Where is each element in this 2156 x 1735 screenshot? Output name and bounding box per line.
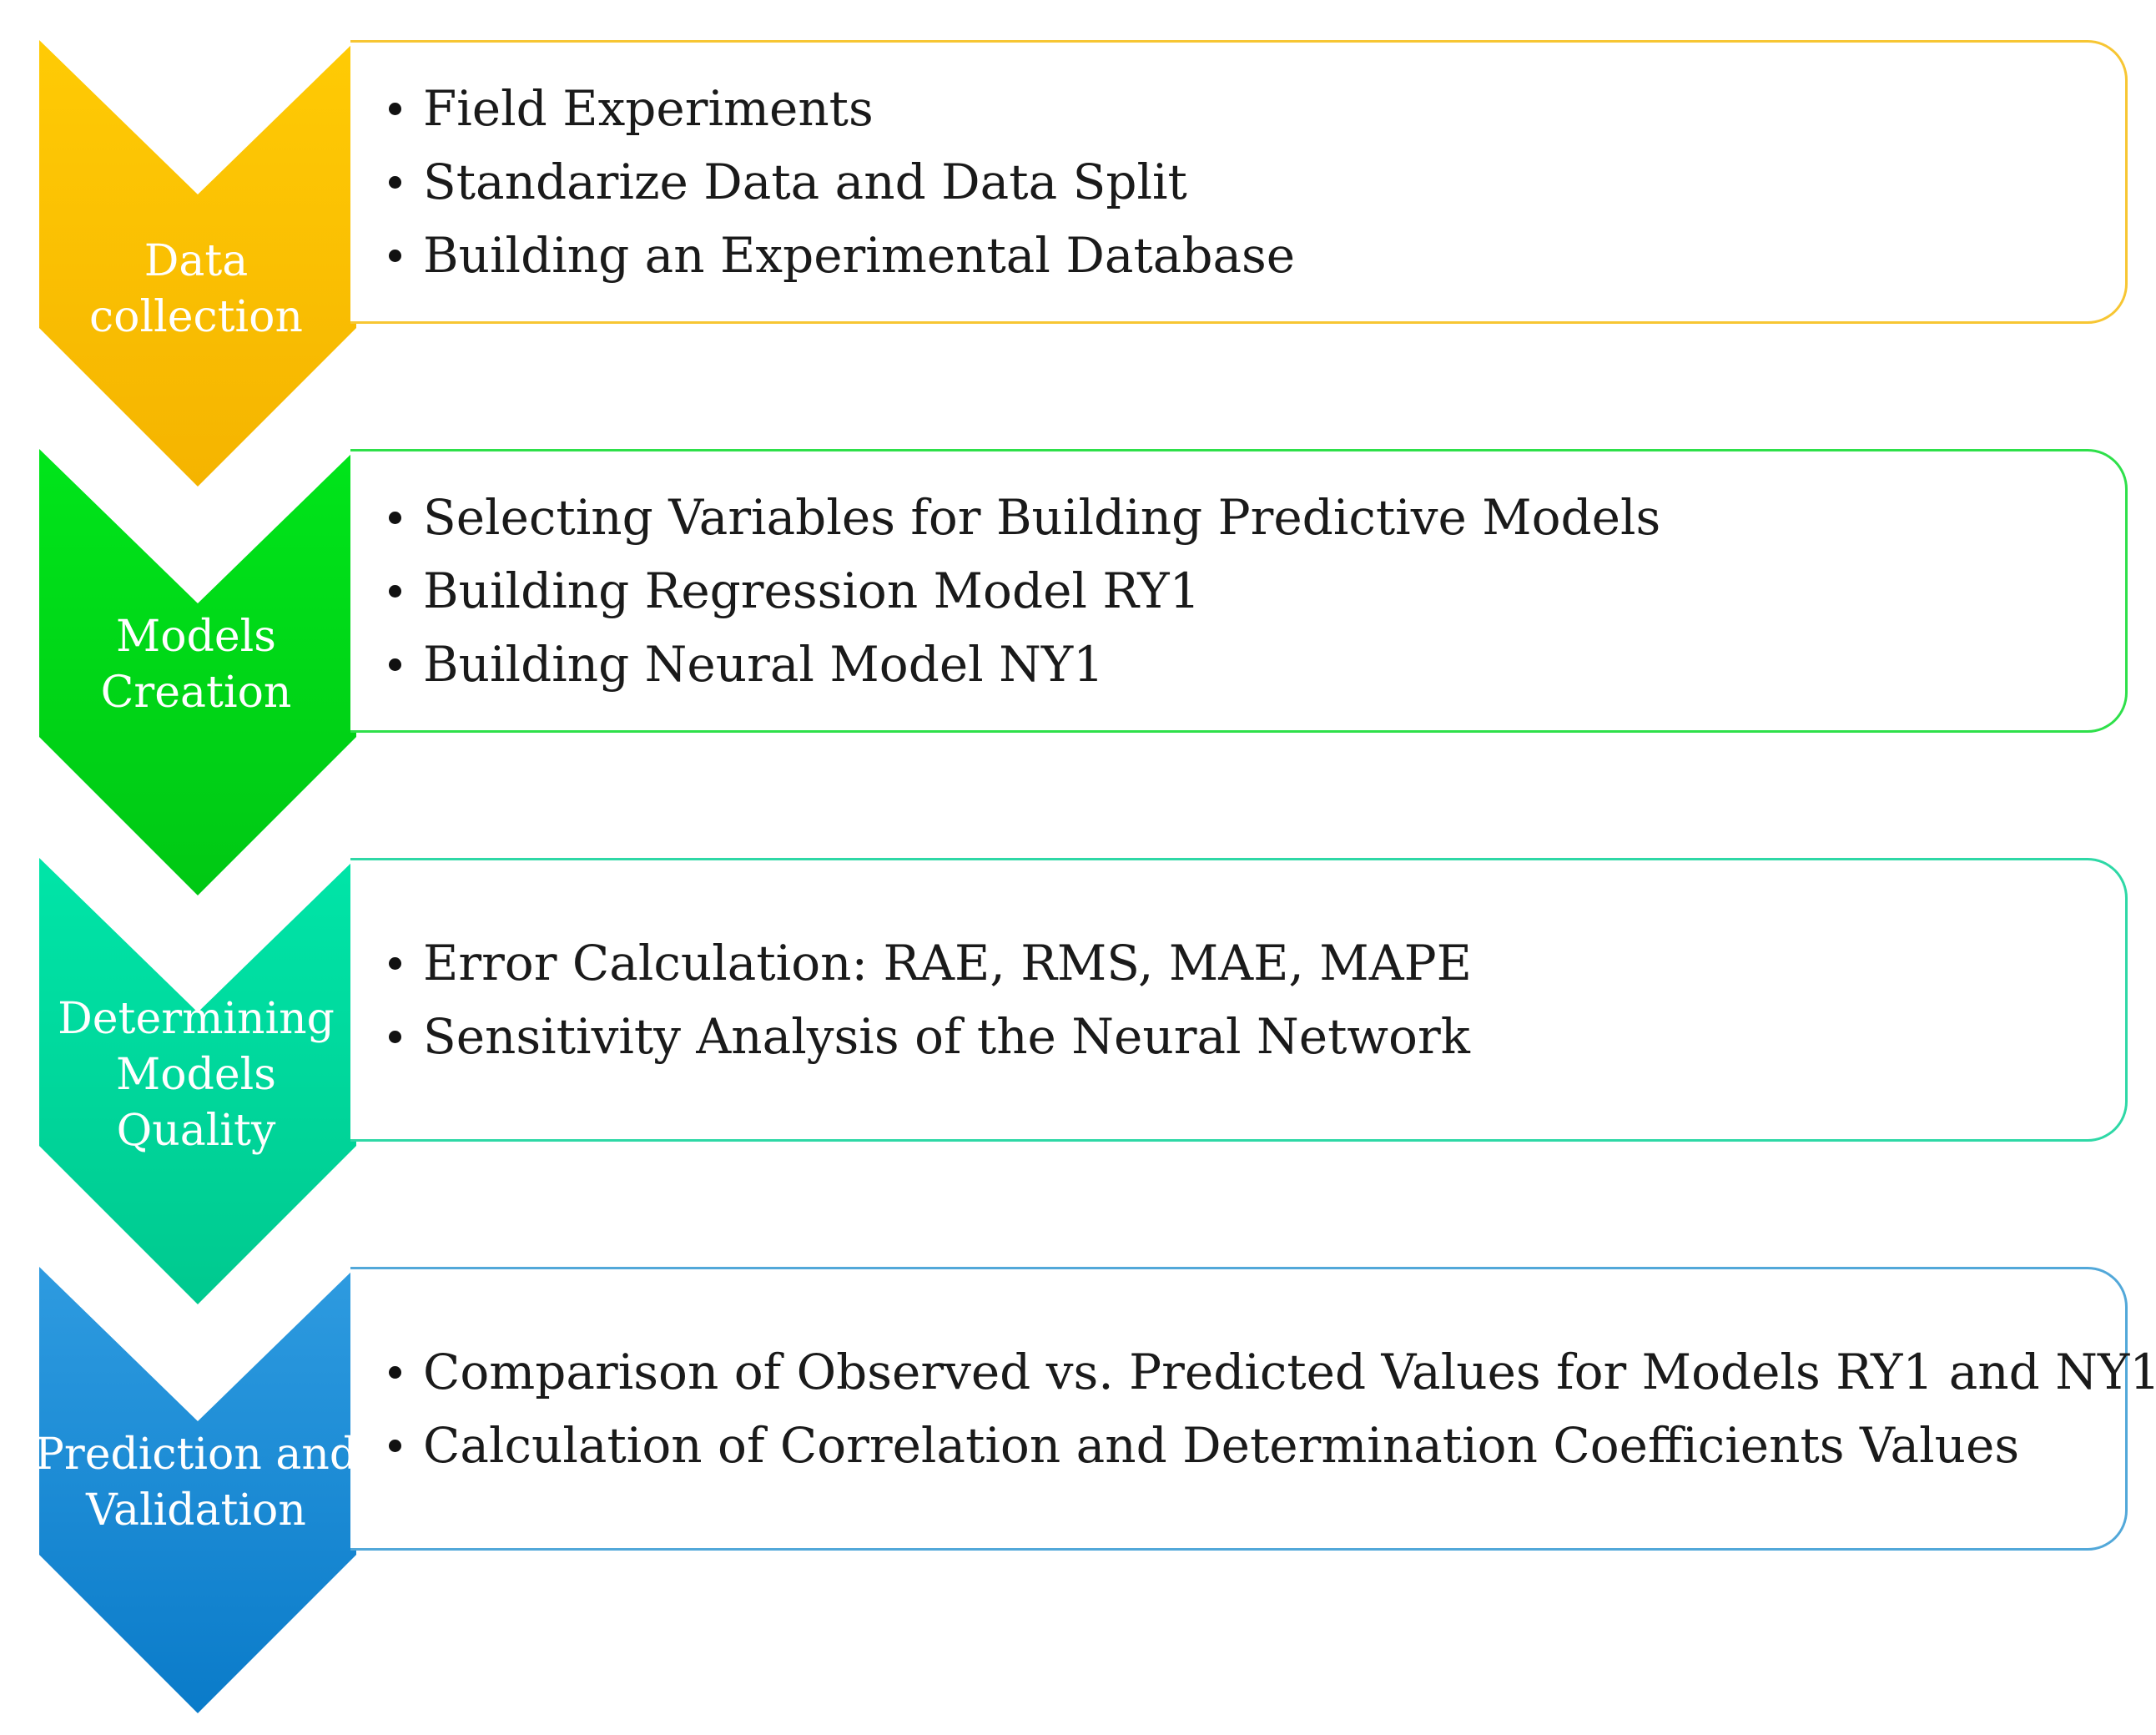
item-text: Field Experiments bbox=[423, 80, 874, 137]
list-item: Building Neural Model NY1 bbox=[389, 628, 2108, 701]
bullet-icon bbox=[389, 584, 401, 598]
item-text: Comparison of Observed vs. Predicted Val… bbox=[423, 1344, 2156, 1400]
chevron-determining-models-quality bbox=[39, 858, 356, 1304]
step-determining-models-quality: Determining Models Quality Error Calcula… bbox=[0, 858, 2156, 1309]
bullet-icon bbox=[389, 956, 401, 970]
bullet-icon bbox=[389, 1030, 401, 1043]
item-text: Error Calculation: RAE, RMS, MAE, MAPE bbox=[423, 935, 1472, 991]
step-models-creation: Models Creation Selecting Variables for … bbox=[0, 449, 2156, 900]
item-text: Building Regression Model RY1 bbox=[423, 562, 1201, 619]
panel-determining-models-quality: Error Calculation: RAE, RMS, MAE, MAPE S… bbox=[350, 858, 2128, 1142]
step-prediction-and-validation: Prediction and Validation Comparison of … bbox=[0, 1267, 2156, 1717]
bullet-icon bbox=[389, 1365, 401, 1379]
item-text: Building an Experimental Database bbox=[423, 227, 1296, 284]
stage-label-models-creation: Models Creation bbox=[100, 612, 292, 718]
items-models-creation: Selecting Variables for Building Predict… bbox=[389, 481, 2108, 701]
items-determining-models-quality: Error Calculation: RAE, RMS, MAE, MAPE S… bbox=[389, 926, 2108, 1073]
item-text: Standarize Data and Data Split bbox=[423, 154, 1187, 210]
list-item: Sensitivity Analysis of the Neural Netwo… bbox=[389, 1000, 2108, 1073]
items-prediction-and-validation: Comparison of Observed vs. Predicted Val… bbox=[389, 1335, 2156, 1482]
item-text: Building Neural Model NY1 bbox=[423, 636, 1105, 693]
list-item: Field Experiments bbox=[389, 72, 2108, 145]
panel-prediction-and-validation: Comparison of Observed vs. Predicted Val… bbox=[350, 1267, 2156, 1551]
bullet-icon bbox=[389, 175, 401, 189]
stage-label-prediction-and-validation: Prediction and Validation bbox=[34, 1430, 358, 1536]
panel-models-creation: Selecting Variables for Building Predict… bbox=[350, 449, 2128, 733]
chevron-models-creation bbox=[39, 449, 356, 895]
bullet-icon bbox=[389, 102, 401, 115]
list-item: Comparison of Observed vs. Predicted Val… bbox=[389, 1335, 2156, 1409]
panel-data-collection: Field Experiments Standarize Data and Da… bbox=[350, 40, 2128, 324]
chevron-data-collection bbox=[39, 40, 356, 487]
bullet-icon bbox=[389, 1439, 401, 1452]
list-item: Error Calculation: RAE, RMS, MAE, MAPE bbox=[389, 926, 2108, 1000]
chevron-prediction-and-validation bbox=[39, 1267, 356, 1713]
bullet-icon bbox=[389, 249, 401, 262]
stage-label-determining-models-quality: Determining Models Quality bbox=[58, 994, 335, 1156]
item-text: Selecting Variables for Building Predict… bbox=[423, 489, 1661, 546]
bullet-icon bbox=[389, 658, 401, 671]
list-item: Calculation of Correlation and Determina… bbox=[389, 1409, 2108, 1482]
item-text: Calculation of Correlation and Determina… bbox=[423, 1417, 2020, 1474]
list-item: Selecting Variables for Building Predict… bbox=[389, 481, 2108, 554]
list-item: Building Regression Model RY1 bbox=[389, 554, 2108, 628]
bullet-icon bbox=[389, 511, 401, 524]
items-data-collection: Field Experiments Standarize Data and Da… bbox=[389, 72, 2108, 292]
stage-label-data-collection: Data collection bbox=[89, 236, 303, 342]
step-data-collection: Data collection Field Experiments Standa… bbox=[0, 40, 2156, 491]
item-text: Sensitivity Analysis of the Neural Netwo… bbox=[423, 1008, 1470, 1065]
list-item: Building an Experimental Database bbox=[389, 219, 2108, 292]
list-item: Standarize Data and Data Split bbox=[389, 145, 2108, 219]
